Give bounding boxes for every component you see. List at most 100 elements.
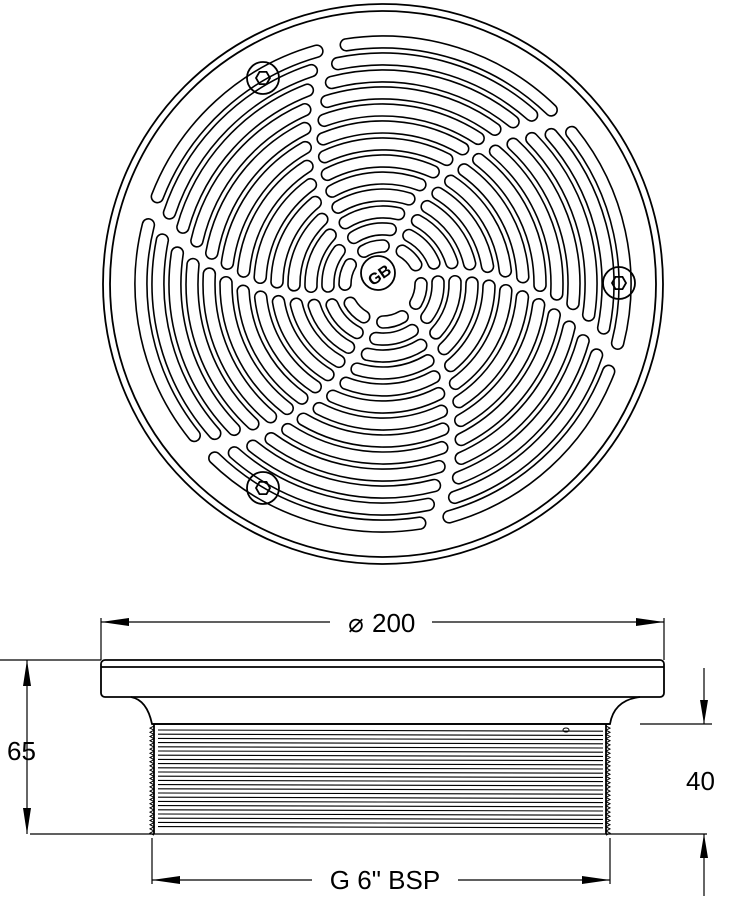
thread-line (157, 788, 604, 791)
grate-slot (357, 239, 390, 258)
grate-slot (326, 387, 446, 414)
grate-slot (410, 214, 459, 270)
thread-line (157, 796, 604, 799)
grate-slot (317, 103, 485, 146)
grate-inner-rim (109, 10, 657, 558)
grate-slot (236, 284, 309, 405)
grate-slot (447, 348, 604, 505)
grate-slot (253, 290, 322, 394)
thread-line (157, 733, 604, 736)
grate-slot (448, 283, 513, 391)
grate-slot (444, 174, 513, 278)
grate-slot (307, 298, 356, 354)
grate-slot (565, 125, 632, 350)
grate-slot (246, 439, 442, 499)
grate-slot (402, 228, 441, 270)
grate-slot (525, 131, 598, 322)
flange-plate (100, 659, 665, 698)
grate-slot (339, 370, 441, 397)
grate-slot (208, 451, 427, 533)
thread-line (157, 800, 604, 804)
grate-slot (151, 233, 222, 441)
grate-slot (320, 154, 440, 181)
screw-top-left (246, 61, 280, 95)
thread-line (157, 809, 604, 812)
grate-slot (281, 422, 449, 465)
grate-slots (134, 35, 632, 533)
grate-slot (220, 140, 312, 270)
grate-slot (150, 44, 324, 204)
thread-size-label: G 6" BSP (330, 865, 440, 895)
grate-slot (168, 246, 241, 437)
thread-line (157, 779, 604, 783)
grate-slot (376, 310, 409, 329)
grate-slot (338, 205, 406, 230)
grate-slot (316, 120, 470, 156)
grate-slot (270, 195, 322, 289)
grate-slot (437, 276, 479, 356)
thread-line (157, 775, 604, 778)
grate-slot (346, 222, 397, 245)
grate-slot (324, 69, 520, 129)
grate-slot (431, 186, 495, 274)
grate-slot (454, 308, 561, 447)
side-view-body (30, 659, 707, 836)
thread-line (157, 758, 604, 762)
grate-slot (451, 334, 590, 485)
thread-line (157, 813, 604, 816)
grate-slot (134, 218, 201, 443)
grate-slot (420, 275, 445, 325)
flange-collar (130, 696, 641, 725)
grate-slot (289, 297, 346, 369)
grate-slot (205, 121, 312, 260)
grate-slot (395, 244, 423, 272)
thread-line (157, 763, 604, 766)
dimension-lines (0, 618, 712, 896)
grate-slot (185, 257, 260, 431)
grate-slot (360, 338, 428, 363)
grate-slot (442, 364, 616, 524)
grate-slot (320, 86, 502, 136)
grate-slot (544, 127, 615, 335)
grate-slot (429, 274, 462, 340)
grate-slot (304, 228, 337, 294)
grate-slot (317, 137, 454, 167)
grate-slot (457, 163, 530, 284)
thread-line (157, 742, 604, 745)
grate-slot (454, 298, 546, 428)
center-logo: GB (360, 255, 396, 291)
thread-profile (148, 725, 612, 836)
grate-slot (264, 432, 446, 482)
grate-slot (312, 401, 449, 431)
diameter-symbol: ⌀ (348, 608, 364, 638)
thread-line (157, 746, 604, 749)
thread-line (157, 821, 604, 825)
thread-line (157, 792, 604, 795)
grate-slot (444, 279, 496, 373)
grate-slot (287, 212, 329, 292)
thread-line (157, 817, 604, 820)
grate-slot (190, 102, 312, 248)
grate-slot (471, 152, 547, 293)
grate-slot (162, 63, 319, 220)
grate-slot (325, 171, 427, 198)
grate-slot (350, 354, 435, 380)
grate-slot (271, 294, 335, 382)
grate-slot (331, 52, 539, 122)
grate-slot (454, 320, 576, 466)
thread-profile-left (148, 725, 156, 836)
grate-slot (219, 275, 295, 416)
diameter-value: 200 (372, 608, 415, 638)
grate-outer-rim (102, 3, 664, 565)
grate-slot (452, 290, 530, 409)
grate-slot (420, 199, 477, 271)
thread-profile-right (604, 725, 612, 836)
grate-slot (296, 412, 450, 448)
thread-line (157, 750, 604, 753)
grate-slot (338, 258, 357, 291)
grate-slot (506, 137, 581, 311)
thread-line (157, 826, 604, 829)
fixing-screws (246, 61, 636, 505)
grate-slot (227, 446, 435, 516)
